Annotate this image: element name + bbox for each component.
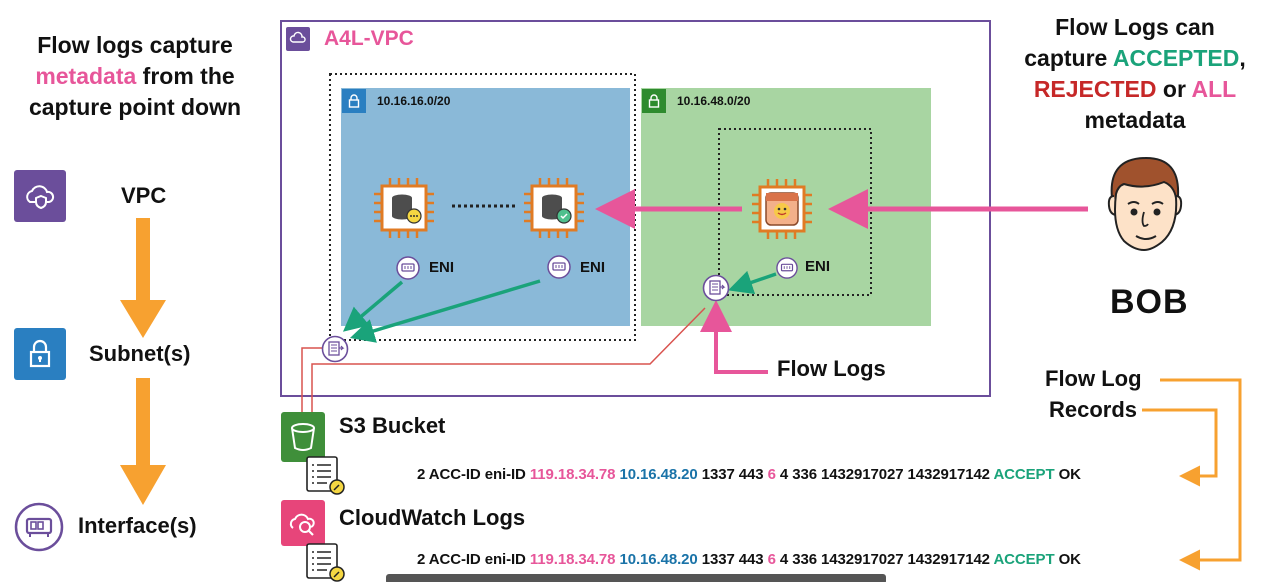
ec2-instance-2-icon: [522, 176, 586, 240]
record-prefix: 2 ACC-ID eni-ID: [417, 466, 526, 483]
eni-arrow-1: [342, 280, 404, 332]
right-title-line2-prefix: capture: [1024, 45, 1113, 71]
s3-log-record: 2 ACC-ID eni-ID 119.18.34.78 10.16.48.20…: [417, 466, 1081, 483]
record-dst-ip: 10.16.48.20: [619, 551, 698, 568]
record-status: OK: [1058, 551, 1081, 568]
left-title-line1: Flow logs capture: [37, 32, 233, 58]
record-dst-ip: 10.16.48.20: [619, 466, 698, 483]
flow-log-icon-2: [702, 274, 730, 302]
cloudwatch-log-doc-icon: [303, 540, 347, 582]
left-title-highlight: metadata: [35, 63, 137, 89]
cloudwatch-log-record: 2 ACC-ID eni-ID 119.18.34.78 10.16.48.20…: [417, 551, 1081, 568]
eni-3-label: ENI: [805, 258, 831, 275]
vpc-name: A4L-VPC: [324, 27, 414, 50]
record-rest: 4 336 1432917027 1432917142: [779, 466, 990, 483]
instance-dotted-boundary: [718, 128, 872, 296]
left-title-line3: capture point down: [28, 94, 242, 120]
right-title-line2: capture ACCEPTED,: [1010, 43, 1260, 74]
eni-1-icon: [396, 256, 420, 280]
s3-label: S3 Bucket: [339, 413, 446, 438]
flow-logs-arrow: [700, 300, 768, 374]
left-title: Flow logs capture metadata from the capt…: [10, 30, 260, 123]
right-title-line4: metadata: [1084, 107, 1186, 133]
right-title-line1: Flow Logs can: [1055, 14, 1215, 40]
records-label-line1: Flow Log: [1045, 366, 1142, 391]
right-title-comma: ,: [1239, 45, 1246, 71]
eni-2-label: ENI: [580, 259, 606, 276]
cloudwatch-label: CloudWatch Logs: [339, 505, 526, 530]
records-label-line2: Records: [1049, 397, 1138, 422]
eni-2-icon: [547, 255, 571, 279]
all-text: ALL: [1191, 76, 1237, 102]
vpc-to-subnet-arrowhead: [120, 300, 166, 338]
caption-bar: [386, 574, 886, 582]
right-title-line3: REJECTED or ALL: [1010, 74, 1260, 105]
cloudwatch-icon: [281, 500, 325, 546]
record-action: ACCEPT: [993, 551, 1055, 568]
subnet1-cidr: 10.16.16.0/20: [377, 94, 451, 108]
record-ports: 1337 443: [701, 466, 764, 483]
person-name: BOB: [1110, 283, 1189, 321]
vpc-label: VPC: [121, 183, 167, 208]
subnet-to-interface-arrowhead: [120, 465, 166, 505]
eni-3-icon: [776, 257, 798, 279]
rejected-text: REJECTED: [1033, 76, 1157, 102]
ec2-instance-3-icon: [750, 177, 814, 241]
records-to-cloudwatch-arrow: [1160, 378, 1242, 571]
s3-log-doc-icon: [303, 453, 347, 497]
record-src-ip: 119.18.34.78: [529, 551, 616, 568]
right-title: Flow Logs can capture ACCEPTED, REJECTED…: [1010, 12, 1260, 136]
record-prefix: 2 ACC-ID eni-ID: [417, 551, 526, 568]
subnet2-cidr: 10.16.48.0/20: [677, 94, 751, 108]
s3-bucket-icon: [281, 412, 325, 462]
vpc-header-icon: [286, 27, 310, 51]
subnet-lock-icon: [14, 328, 66, 380]
record-src-ip: 119.18.34.78: [529, 466, 616, 483]
eni-arrow-3: [728, 270, 777, 295]
accepted-text: ACCEPTED: [1112, 45, 1240, 71]
left-title-line2-rest: from the: [136, 63, 235, 89]
record-action: ACCEPT: [993, 466, 1055, 483]
record-ports: 1337 443: [701, 551, 764, 568]
person-avatar-icon: [1098, 150, 1190, 270]
interface-icon: [14, 502, 64, 552]
records-to-s3-arrow: [1142, 408, 1218, 487]
left-title-line2: metadata from the: [10, 61, 260, 92]
subnet2-lock-icon: [642, 89, 666, 113]
record-rest: 4 336 1432917027 1432917142: [779, 551, 990, 568]
flowlog-to-s3-line-1: [301, 347, 322, 420]
eni-arrow-2: [349, 279, 541, 343]
record-protocol: 6: [767, 466, 776, 483]
flow-logs-label: Flow Logs: [777, 356, 886, 381]
subnet1-lock-icon: [342, 89, 366, 113]
interface-label: Interface(s): [78, 513, 197, 538]
flow-log-icon-1: [321, 335, 349, 363]
ec2-instance-1-icon: [372, 176, 436, 240]
or-text: or: [1156, 76, 1192, 102]
record-protocol: 6: [767, 551, 776, 568]
vpc-icon: [14, 170, 66, 222]
flowlog-to-s3-line-2: [311, 307, 706, 420]
eni-1-label: ENI: [429, 259, 455, 276]
record-status: OK: [1058, 466, 1081, 483]
subnet-label: Subnet(s): [89, 341, 191, 366]
